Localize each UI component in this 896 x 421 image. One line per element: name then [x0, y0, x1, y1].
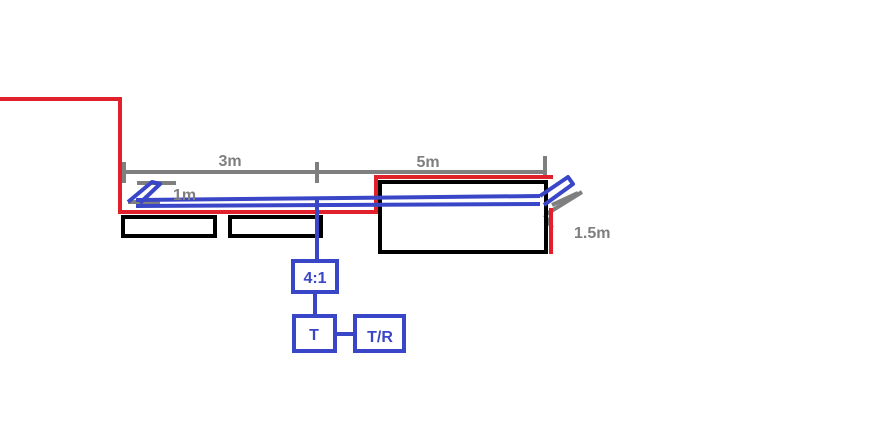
- structure-right: [378, 180, 548, 254]
- structure-left: [121, 215, 217, 238]
- dimension-label-right: 5m: [416, 154, 439, 171]
- tuner-box: T: [292, 314, 337, 353]
- antenna-leg-top: [135, 194, 541, 202]
- dimension-label-left: 3m: [218, 153, 241, 170]
- dimension-label-slant-right: 1.5m: [574, 225, 610, 242]
- antenna-leg-bottom: [135, 202, 541, 208]
- antenna-left-end: [126, 180, 162, 205]
- tuner-label: T: [309, 327, 319, 344]
- transceiver-label: T/R: [367, 329, 393, 346]
- structure-middle: [228, 215, 323, 238]
- structures: [121, 180, 548, 254]
- components: 4:1 T T/R: [291, 259, 406, 353]
- transceiver-box: T/R: [353, 314, 406, 353]
- balun-label: 4:1: [303, 270, 326, 287]
- red-wire: [0, 97, 553, 254]
- antenna-right-end: [538, 175, 575, 207]
- dimension-labels: 3m 5m 1m 1.5m: [173, 153, 610, 242]
- dimension-label-vertical-left: 1m: [173, 187, 196, 204]
- blue-antenna-wire: [126, 175, 575, 336]
- red-wire-main: [0, 97, 553, 214]
- balun-box: 4:1: [291, 259, 339, 294]
